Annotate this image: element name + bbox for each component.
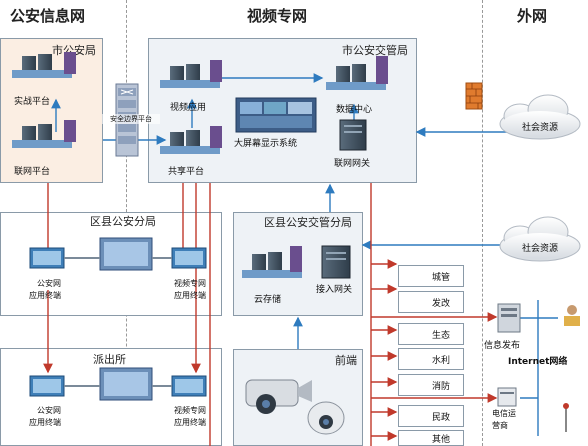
district-traffic-title: 区县公安交管分局 [264, 216, 352, 229]
dept-box-6 [398, 405, 464, 427]
server-access-gateway [321, 245, 351, 279]
header-public-security-net: 公安信息网 [10, 7, 86, 25]
big-screen-label: 大屏幕显示系统 [234, 139, 298, 149]
separator-right [482, 0, 483, 446]
station-right-terminal-line2: 应用终端 [174, 418, 206, 427]
station-left-terminal-line1: 公安网 [37, 406, 61, 415]
share-platform-label: 共享平台 [168, 167, 205, 177]
dept-label-1: 城管 [432, 273, 451, 283]
user-icon [564, 305, 580, 326]
cloud-storage-label: 云存储 [254, 295, 282, 305]
cloud-1 [499, 94, 581, 140]
dept-box-1 [398, 265, 464, 287]
dept-box-4 [398, 348, 464, 370]
header-external-net: 外网 [517, 7, 548, 25]
internet-label: Internet网络 [508, 357, 568, 367]
telecom-line2: 营商 [492, 421, 508, 430]
dept-label-3: 生态 [432, 331, 451, 341]
dept-label-2: 发改 [432, 299, 451, 309]
district-terminals [29, 237, 207, 271]
district-left-terminal-line1: 公安网 [37, 279, 61, 288]
network-platform-label: 联网平台 [14, 167, 51, 177]
front-end-cameras [245, 379, 345, 435]
telecom-line1: 电信运 [492, 409, 516, 418]
access-gateway-label: 接入网关 [316, 285, 353, 295]
server-share-platform [160, 126, 222, 154]
dept-box-5 [398, 374, 464, 396]
antenna-icon [563, 403, 569, 432]
dept-label-7: 其他 [432, 435, 451, 445]
social-resource-1-label: 社会资源 [522, 123, 559, 133]
info-release-label: 信息发布 [484, 341, 521, 351]
video-app-label: 视频应用 [170, 103, 207, 113]
dept-box-7 [398, 430, 464, 446]
data-center-label: 数据中心 [336, 105, 373, 115]
cloud-2 [499, 216, 581, 262]
big-screen-display [235, 97, 317, 133]
dept-box-3 [398, 323, 464, 345]
city-bureau-title: 市公安局 [52, 44, 96, 57]
server-combat-platform [12, 52, 76, 78]
district-left-terminal-line2: 应用终端 [29, 291, 61, 300]
social-resource-2-label: 社会资源 [522, 244, 559, 254]
server-network-platform [12, 120, 76, 148]
network-gateway-label: 联网网关 [334, 159, 371, 169]
police-station-title: 派出所 [93, 353, 126, 366]
district-bureau-title: 区县公安分局 [90, 215, 156, 228]
security-gateway-label: 安全边界平台 [102, 114, 160, 124]
traffic-bureau-title: 市公安交管局 [342, 44, 408, 57]
telecom-server [497, 387, 517, 407]
server-video-app [160, 60, 222, 88]
station-right-terminal-line1: 视频专网 [174, 406, 206, 415]
server-data-center [326, 56, 388, 90]
server-network-gateway [339, 119, 367, 151]
dept-box-2 [398, 291, 464, 313]
dept-label-6: 民政 [432, 413, 451, 423]
front-end-title: 前端 [335, 354, 357, 367]
info-release-server [497, 303, 521, 333]
combat-platform-label: 实战平台 [14, 97, 51, 107]
station-terminals [29, 367, 207, 401]
station-left-terminal-line2: 应用终端 [29, 418, 61, 427]
district-right-terminal-line2: 应用终端 [174, 291, 206, 300]
district-right-terminal-line1: 视频专网 [174, 279, 206, 288]
server-cloud-storage [242, 246, 302, 278]
dept-label-5: 消防 [432, 382, 451, 392]
dept-label-4: 水利 [432, 356, 451, 366]
header-video-net: 视频专网 [247, 7, 308, 25]
firewall-icon [465, 82, 483, 110]
